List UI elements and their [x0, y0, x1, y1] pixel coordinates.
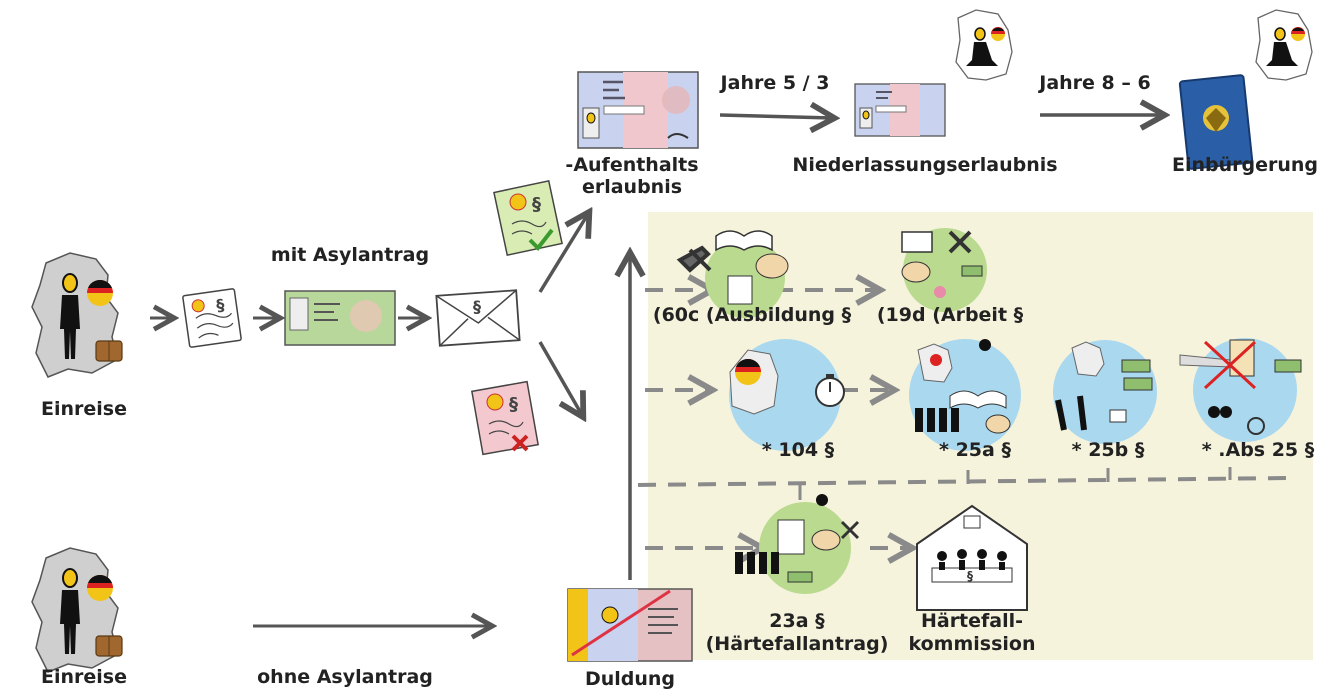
meditating-person-icon — [1255, 9, 1313, 81]
integration-icon — [1053, 340, 1157, 444]
haertefallantrag-label: (Härtefallantrag) — [705, 633, 889, 655]
jahre-5-3-label: Jahre 5 / 3 — [720, 72, 830, 94]
haertefallkommission-label-1: Härtefall- — [920, 610, 1024, 632]
german-passport-icon — [1178, 74, 1254, 170]
integration-icon — [735, 494, 860, 594]
ausbildung-label: (60c (Ausbildung § — [652, 304, 852, 326]
paragraph-25b-label: * 25b § — [1071, 439, 1145, 461]
ohne-asylantrag-label: ohne Asylantrag — [257, 666, 433, 688]
svg-text:§: § — [532, 194, 541, 215]
aufenthaltserlaubnis-label-1: -Aufenthalts — [565, 154, 699, 176]
person-with-germany-map-icon — [31, 252, 123, 378]
jahre-8-6-label: Jahre 8 – 6 — [1039, 72, 1151, 94]
asylum-document-icon — [181, 287, 243, 349]
niederlassungserlaubnis-label: Niederlassungserlaubnis — [792, 154, 1058, 176]
haertefallkommission-label-2: kommission — [908, 633, 1036, 655]
work-tools-icon — [901, 228, 987, 312]
einbuergerung-label: Einbürgerung — [1171, 154, 1318, 176]
ankunftsnachweis-card-icon — [284, 290, 396, 346]
integration-icon — [909, 339, 1021, 451]
commission-building-icon: § — [916, 504, 1028, 611]
residence-permit-card-icon — [577, 71, 699, 149]
stopwatch-icon — [729, 339, 845, 451]
residence-permit-card-icon — [854, 83, 946, 137]
duldung-card-icon — [567, 588, 693, 662]
paragraph-104-label: * 104 § — [761, 439, 835, 461]
svg-text:§: § — [509, 394, 518, 415]
meditating-person-icon — [955, 9, 1013, 81]
einreise-label-top: Einreise — [41, 398, 127, 420]
duldung-label: Duldung — [584, 668, 676, 690]
paragraph-25a-label: * 25a § — [939, 439, 1011, 461]
rejected-document-icon: § — [470, 380, 540, 456]
aufenthaltserlaubnis-label-2: erlaubnis — [581, 176, 683, 198]
svg-text:§: § — [473, 297, 481, 316]
svg-text:§: § — [967, 569, 973, 583]
einreise-label-bottom: Einreise — [41, 666, 127, 688]
person-with-germany-map-icon — [31, 547, 123, 673]
decision-letter-icon: § — [435, 289, 521, 347]
no-deportation-icon — [1179, 338, 1302, 442]
mit-asylantrag-label: mit Asylantrag — [270, 244, 430, 266]
paragraph-25-abs-label: * .Abs 25 § — [1201, 439, 1315, 461]
approved-document-icon: § — [493, 179, 563, 257]
training-tools-icon — [676, 230, 789, 318]
paragraph-23a-label: 23a § — [769, 610, 825, 632]
arbeit-label: (19d (Arbeit § — [876, 304, 1024, 326]
